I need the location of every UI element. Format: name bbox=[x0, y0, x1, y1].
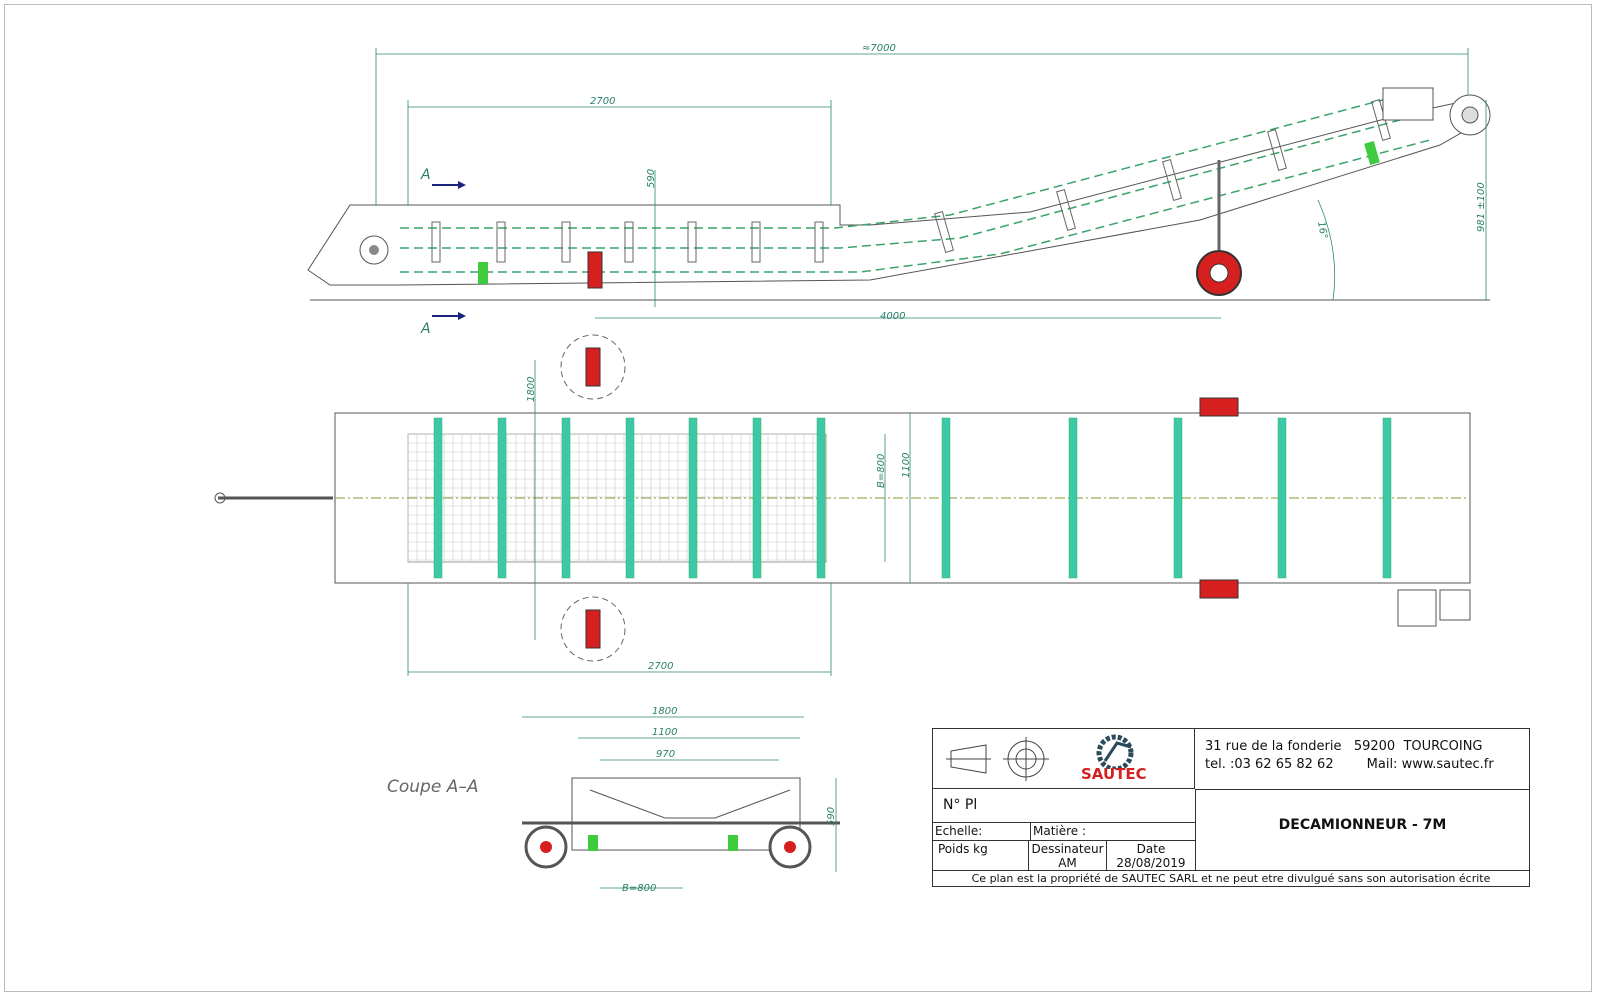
crossmember bbox=[561, 417, 571, 579]
crossmember bbox=[816, 417, 826, 579]
dim-section-belt: B=800 bbox=[622, 883, 656, 894]
designer-value: AM bbox=[1058, 856, 1077, 870]
dim-section-inner: 970 bbox=[656, 749, 675, 760]
dim-section-overall: 1800 bbox=[652, 706, 677, 717]
motor-icon bbox=[1382, 87, 1434, 121]
ownership-notice: Ce plan est la propriété de SAUTEC SARL … bbox=[971, 872, 1491, 885]
plan-view: 1800 1100 B=800 2700 bbox=[214, 334, 1471, 676]
wheel-hub bbox=[1209, 263, 1229, 283]
dim-grid-length: 2700 bbox=[648, 661, 673, 672]
conveyor-frame bbox=[307, 99, 1476, 286]
crossmember bbox=[433, 417, 443, 579]
crossmember bbox=[1068, 417, 1078, 579]
sautec-logo-text: SAUTEC bbox=[1081, 765, 1147, 783]
dim-angle: 16° bbox=[1315, 221, 1329, 240]
dim-horizontal-length: 2700 bbox=[590, 96, 615, 107]
scale-label: Echelle: bbox=[935, 824, 983, 838]
tow-eye bbox=[214, 492, 226, 504]
title-block: SAUTEC 31 rue de la fonderie 59200 TOURC… bbox=[932, 728, 1530, 887]
plan-number-label: N° Pl bbox=[943, 797, 978, 813]
dim-height-high: 981 ±100 bbox=[1476, 182, 1487, 232]
crossmember bbox=[752, 417, 762, 579]
section-mark-bottom: A bbox=[420, 321, 431, 337]
dim-height-low: 590 bbox=[646, 169, 657, 188]
belt-middle bbox=[400, 119, 1401, 249]
green-idler bbox=[478, 262, 488, 284]
dim-section-height: 590 bbox=[826, 807, 837, 826]
wheel-top bbox=[1199, 397, 1239, 417]
belt-lower bbox=[400, 139, 1431, 273]
crossmember bbox=[1173, 417, 1183, 579]
front-leg-wheel bbox=[587, 251, 603, 289]
idlers bbox=[431, 99, 1391, 263]
date-value: 28/08/2019 bbox=[1116, 856, 1186, 870]
wheel-bottom bbox=[1199, 579, 1239, 599]
dim-belt-width: B=800 bbox=[876, 454, 887, 488]
sautec-logo-icon bbox=[1096, 734, 1134, 769]
section-title: Coupe A–A bbox=[387, 777, 478, 797]
dim-section-frame: 1100 bbox=[652, 727, 677, 738]
tail-pulley-hub bbox=[369, 245, 379, 255]
drawing-frame bbox=[4, 4, 1592, 992]
address-line1: 31 rue de la fonderie 59200 TOURCOING bbox=[1205, 739, 1483, 754]
material-label: Matière : bbox=[1033, 824, 1087, 838]
crossmember bbox=[941, 417, 951, 579]
designer-label: Dessinateur bbox=[1031, 842, 1104, 856]
date-label: Date bbox=[1136, 842, 1166, 856]
dim-frame-width: 1100 bbox=[901, 453, 912, 478]
section-mark-top: A bbox=[420, 167, 431, 183]
address-line2: tel. :03 62 65 82 62 Mail: www.sautec.fr bbox=[1205, 757, 1494, 772]
leg-wheel-right bbox=[585, 609, 601, 649]
section-view: Coupe A–A 1800 1100 970 590 B=800 bbox=[387, 706, 840, 894]
tail-pulley bbox=[359, 235, 389, 265]
dim-wheel-distance: 4000 bbox=[880, 311, 905, 322]
crossmember bbox=[688, 417, 698, 579]
green-idler-upper bbox=[1364, 141, 1380, 165]
belt-upper bbox=[400, 97, 1391, 229]
logo-cell: SAUTEC bbox=[933, 729, 1195, 789]
side-view: ≈7000 2700 590 4000 16° 981 ±100 A A bbox=[307, 43, 1491, 337]
leg-wheel-left bbox=[585, 347, 601, 387]
dim-total-length: ≈7000 bbox=[862, 43, 896, 54]
weight-label: Poids kg bbox=[938, 842, 988, 856]
dim-leg-spacing: 1800 bbox=[526, 377, 537, 402]
motor-plan bbox=[1397, 589, 1437, 627]
crossmember bbox=[625, 417, 635, 579]
crossmember bbox=[1277, 417, 1287, 579]
crossmember bbox=[1382, 417, 1392, 579]
drawing-title: DECAMIONNEUR - 7M bbox=[1278, 817, 1447, 833]
gearbox-plan bbox=[1439, 589, 1471, 621]
projection-symbol-icon bbox=[946, 737, 1049, 781]
crossmember bbox=[497, 417, 507, 579]
